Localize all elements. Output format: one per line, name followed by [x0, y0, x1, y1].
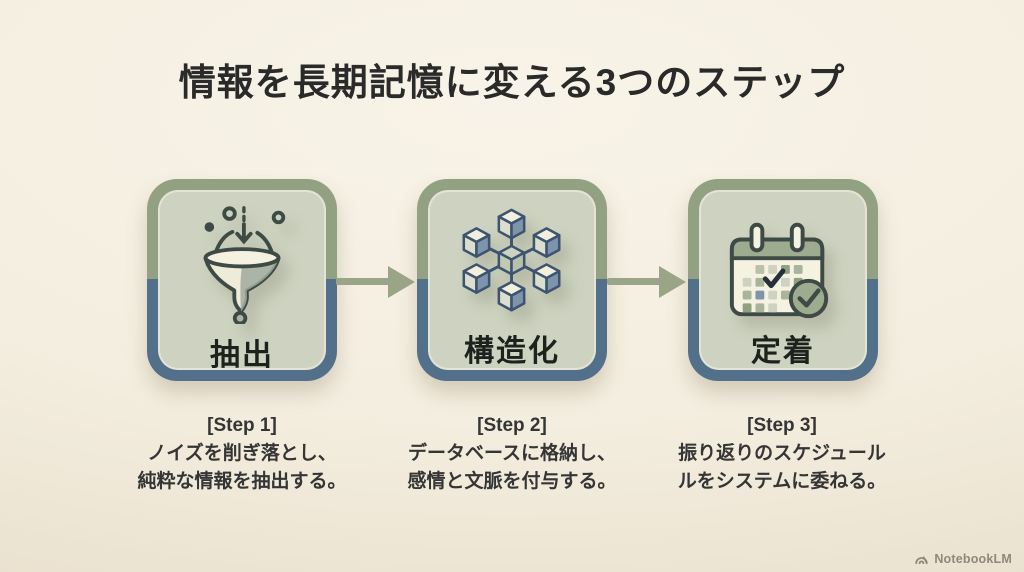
step-card-extraction: 抽出	[147, 179, 337, 381]
step3-tag: [Step 3]	[747, 415, 817, 436]
page-title: 情報を長期記憶に変える3つのステップ	[178, 62, 846, 103]
step1-tag: [Step 1]	[207, 415, 277, 436]
footer-brand-text: NotebookLM	[934, 552, 1012, 566]
notebooklm-logo-icon	[914, 553, 929, 566]
step-card-structuring: 構造化	[417, 179, 607, 381]
footer-brand: NotebookLM	[914, 552, 1012, 566]
step1-desc-line2: 純粋な情報を抽出する。	[137, 471, 347, 492]
step2-desc-line2: 感情と文脈を付与する。	[407, 471, 617, 492]
funnel-icon	[189, 204, 295, 324]
step2-description: [Step 2] データベースに格納し、 感情と文脈を付与する。	[377, 412, 647, 496]
cubes-icon	[456, 204, 568, 320]
step3-desc-line1: 振り返りのスケジュール	[678, 443, 886, 464]
step-card-label: 定着	[751, 335, 815, 368]
step1-description: [Step 1] ノイズを削ぎ落とし、 純粋な情報を抽出する。	[107, 412, 377, 496]
step2-tag: [Step 2]	[477, 415, 547, 436]
step-card-label: 抽出	[210, 339, 274, 372]
step-card-retention: 定着	[688, 179, 878, 381]
step2-desc-line1: データベースに格納し、	[407, 443, 617, 464]
step-card-structuring-body: 構造化	[428, 190, 596, 370]
step-card-extraction-body: 抽出	[158, 190, 326, 372]
step1-desc-line1: ノイズを削ぎ落とし、	[147, 443, 337, 464]
step3-description: [Step 3] 振り返りのスケジュール ルをシステムに委ねる。	[647, 412, 917, 496]
step3-desc-line2: ルをシステムに委ねる。	[677, 471, 887, 492]
step-card-label: 構造化	[464, 335, 560, 368]
calendar-icon	[722, 207, 840, 329]
